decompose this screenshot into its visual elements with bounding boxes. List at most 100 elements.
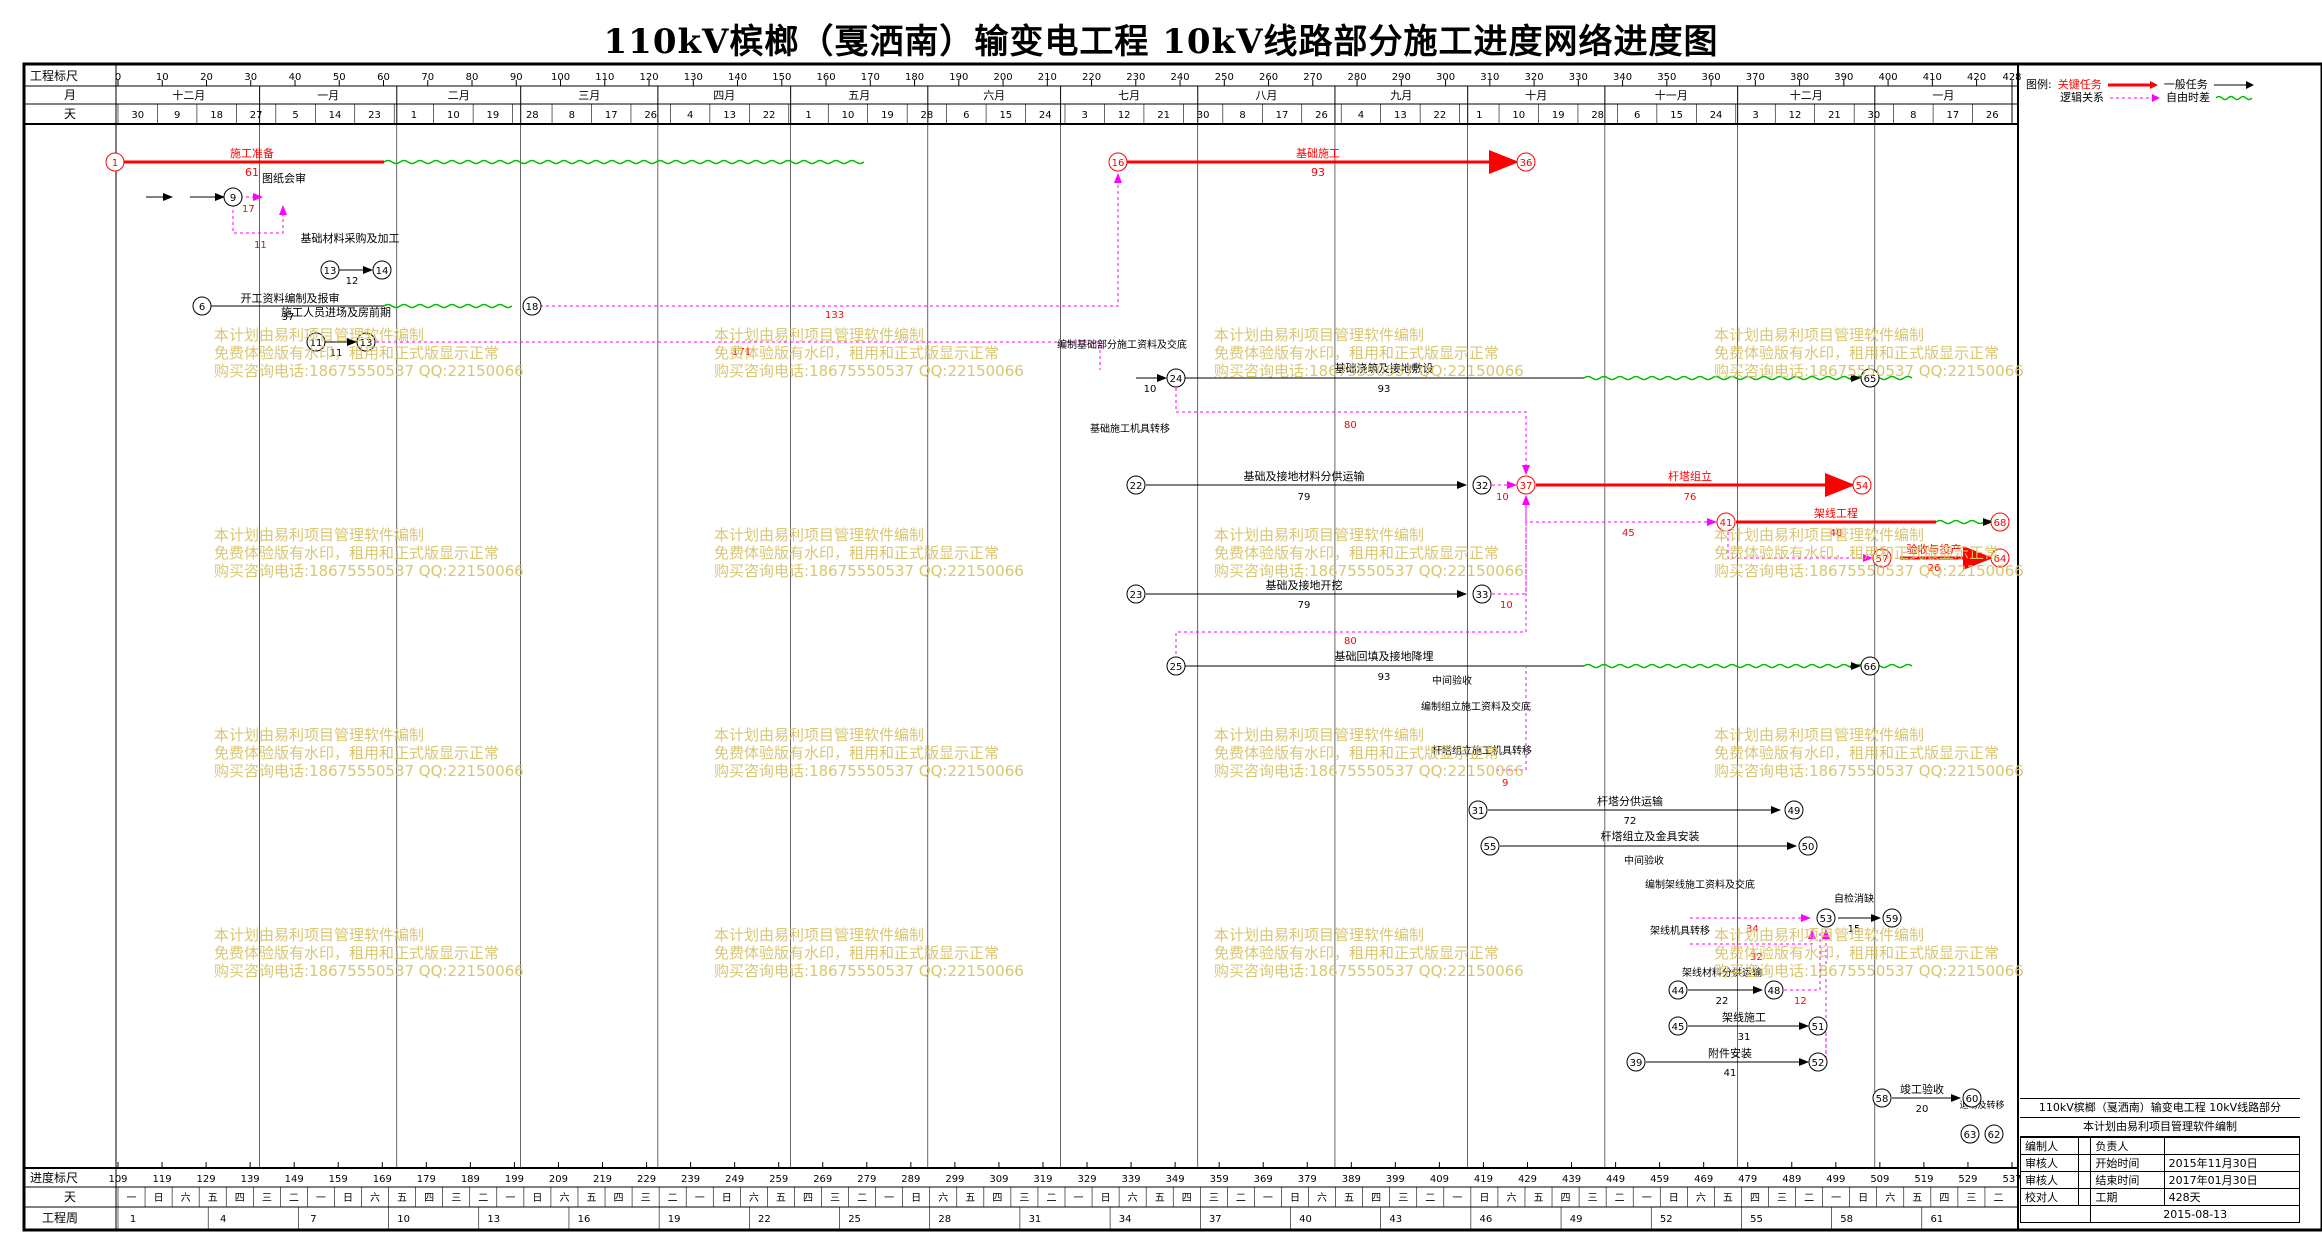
scale-tick: 300 <box>1436 72 1455 83</box>
event-node: 33 <box>1472 584 1492 604</box>
bottom-tick: 389 <box>1342 1174 1361 1185</box>
day-cell: 12 <box>1789 110 1802 121</box>
week-cell: 43 <box>1389 1214 1402 1225</box>
weekday-cell: 五 <box>1723 1193 1733 1204</box>
task-duration: 61 <box>245 166 259 179</box>
svg-text:33: 33 <box>1476 590 1489 601</box>
bottom-tick: 419 <box>1474 1174 1493 1185</box>
month-cell: 十二月 <box>1790 88 1823 102</box>
scale-tick: 160 <box>816 72 835 83</box>
day-cell: 21 <box>1828 110 1841 121</box>
week-cell: 46 <box>1480 1214 1493 1225</box>
float-171: 171 <box>732 347 751 358</box>
day-cell: 8 <box>569 110 575 121</box>
task-label: 开工资料编制及报审 <box>241 291 340 305</box>
day-cell: 22 <box>763 110 776 121</box>
scale-tick: 340 <box>1613 72 1632 83</box>
weekday-cell: 日 <box>1101 1193 1111 1204</box>
weekday-cell: 二 <box>1425 1193 1435 1204</box>
day-cell: 27 <box>250 110 263 121</box>
weekday-cell: 五 <box>397 1193 407 1204</box>
week-cell: 7 <box>310 1214 316 1225</box>
bottom-tick: 359 <box>1210 1174 1229 1185</box>
bottom-tick: 479 <box>1738 1174 1757 1185</box>
watermark: 本计划由易利项目管理软件编制免费体验版有水印，租用和正式版显示正常购买咨询电话:… <box>1214 726 1524 780</box>
event-node: 55 <box>1480 836 1500 856</box>
day-cell: 26 <box>1315 110 1328 121</box>
month-cell: 八月 <box>1255 89 1277 102</box>
scale-tick: 380 <box>1790 72 1809 83</box>
task-duration: 79 <box>1298 492 1311 503</box>
task-duration: 15 <box>1848 924 1861 935</box>
event-node: 9 <box>223 187 243 207</box>
day-cell: 13 <box>1394 110 1407 121</box>
event-node: 22 <box>1126 475 1146 495</box>
float-17: 17 <box>242 204 255 215</box>
bottom-tick: 149 <box>285 1174 304 1185</box>
bottom-tick: 319 <box>1033 1174 1052 1185</box>
bottom-tick: 239 <box>681 1174 700 1185</box>
weekday-cell: 二 <box>857 1193 867 1204</box>
weekday-cell: 日 <box>722 1193 732 1204</box>
stringing-tasks: 中间验收 编制架线施工资料及交底 架线机具转移 34 32 架线材料分供运输 2… <box>1624 854 2005 1115</box>
scale-tick: 330 <box>1569 72 1588 83</box>
task-duration: 79 <box>1298 600 1311 611</box>
svg-text:49: 49 <box>1788 806 1801 817</box>
scale-tick: 260 <box>1259 72 1278 83</box>
svg-text:62: 62 <box>1988 1130 2001 1141</box>
task-label: 中间验收 <box>1624 854 1664 867</box>
legend: 图例: 关键任务 一般任务 逻辑关系 自由时差 <box>2026 78 2256 104</box>
event-node: 59 <box>1882 908 1902 928</box>
weekday-cell: 四 <box>235 1193 245 1204</box>
week-cell: 37 <box>1209 1214 1222 1225</box>
bottom-tick: 129 <box>197 1174 216 1185</box>
bottom-tick: 329 <box>1077 1174 1096 1185</box>
event-node: 6 <box>192 296 212 316</box>
weekday-cell: 三 <box>451 1193 461 1204</box>
weekday-cell: 四 <box>1182 1193 1192 1204</box>
bottom-tick: 289 <box>901 1174 920 1185</box>
bottom-tick: 209 <box>549 1174 568 1185</box>
day-cell: 28 <box>526 110 539 121</box>
event-node: 11 <box>306 332 326 352</box>
event-node: 60 <box>1962 1088 1982 1108</box>
task-label: 编制架线施工资料及交底 <box>1645 878 1755 891</box>
month-cell: 二月 <box>448 89 470 102</box>
float-36: 验收与投产 <box>0 0 5 1</box>
event-node: 65 <box>1860 368 1880 388</box>
weekno-row-label: 工程周 <box>42 1210 78 1225</box>
day-cell: 30 <box>1868 110 1881 121</box>
weekday-cell: 五 <box>1344 1193 1354 1204</box>
scale-tick: 310 <box>1480 72 1499 83</box>
bottom-tick: 279 <box>857 1174 876 1185</box>
week-cell: 10 <box>397 1214 410 1225</box>
weekday-cell: 日 <box>532 1193 542 1204</box>
day-cell: 1 <box>411 110 417 121</box>
day-cell: 15 <box>1670 110 1683 121</box>
task-label: 编制组立施工资料及交底 <box>1421 700 1531 713</box>
event-node: 13 <box>320 260 340 280</box>
scale-tick: 10 <box>156 72 169 83</box>
scale-tick: 240 <box>1171 72 1190 83</box>
legend-label: 图例: <box>2026 78 2052 91</box>
bottom-tick: 537 <box>2002 1174 2021 1185</box>
svg-text:52: 52 <box>1812 1058 1825 1069</box>
bottom-tick: 259 <box>769 1174 788 1185</box>
bottom-tick: 139 <box>241 1174 260 1185</box>
bottom-tick: 339 <box>1122 1174 1141 1185</box>
watermark: 本计划由易利项目管理软件编制免费体验版有水印，租用和正式版显示正常购买咨询电话:… <box>1214 926 1524 980</box>
month-cell: 一月 <box>317 89 339 102</box>
event-node: 24 <box>1166 368 1186 388</box>
event-node: 37 <box>1516 475 1536 495</box>
legend-critical-arrow <box>2107 80 2158 89</box>
event-node: 18 <box>522 296 542 316</box>
weekday-cell: 六 <box>1885 1192 1895 1204</box>
bottom-tick: 159 <box>329 1174 348 1185</box>
month-cell: 九月 <box>1390 89 1412 102</box>
svg-text:14: 14 <box>376 266 389 277</box>
weekday-cell: 六 <box>1696 1192 1706 1204</box>
day-cell: 1 <box>1476 110 1482 121</box>
weekday-cell: 一 <box>1452 1193 1462 1204</box>
float-34: 34 <box>1746 924 1759 935</box>
